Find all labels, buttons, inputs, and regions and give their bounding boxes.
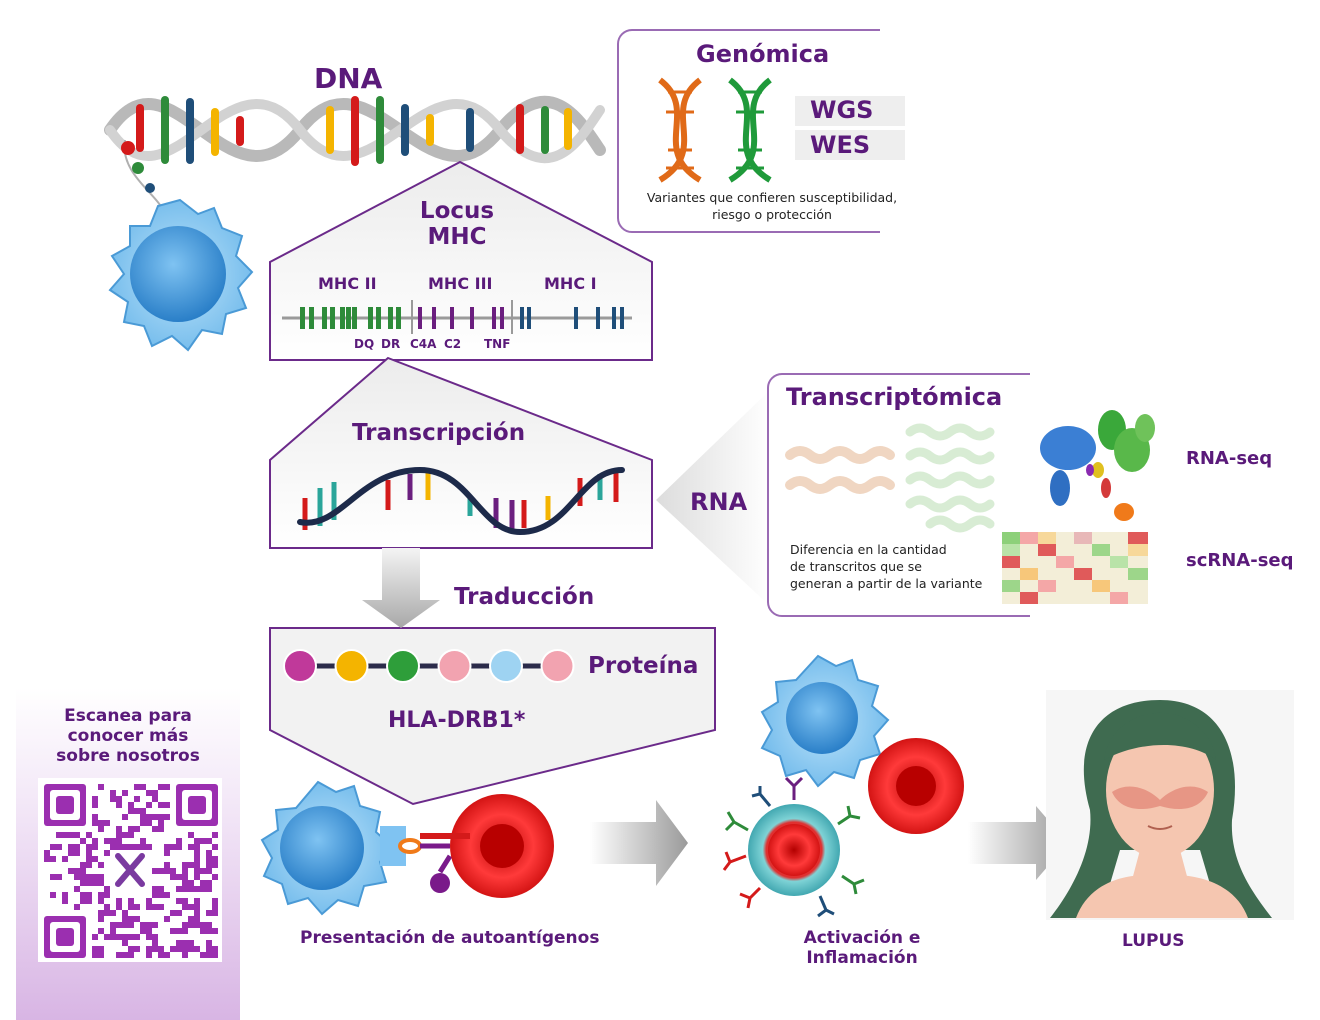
transcriptomica-title: Transcriptómica <box>786 383 1003 411</box>
translation-arrow <box>362 548 440 628</box>
genomica-description-line2: riesgo o protección <box>712 207 832 222</box>
gene-dr: DR <box>381 337 401 351</box>
b-cell-top <box>760 654 890 788</box>
gene-c4a: C4A <box>410 337 437 351</box>
method-rnaseq: RNA-seq <box>1186 448 1273 469</box>
method-scrnaseq: scRNA-seq <box>1186 550 1294 571</box>
region-mhc3: MHC III <box>428 274 493 293</box>
locus-hexagon <box>269 160 653 361</box>
translation-title: Traducción <box>454 584 595 610</box>
red-blood-cell-1 <box>450 794 554 898</box>
activated-t-cell <box>722 776 865 918</box>
gene-dq: DQ <box>354 337 375 351</box>
qr-heading-line1: Escanea para <box>64 706 192 726</box>
stage-presentation: Presentación de autoantígenos <box>300 928 600 948</box>
protein-hexagon <box>269 627 716 806</box>
mhc-locus-bar <box>282 300 632 334</box>
antigen-presenting-cell <box>260 780 453 916</box>
protein-bead <box>334 649 369 683</box>
transcription-hexagon <box>269 356 653 549</box>
gene-tnf: TNF <box>484 337 511 351</box>
lupus-patient-illustration <box>1046 690 1294 920</box>
locus-title-line2: MHC <box>427 224 487 250</box>
region-mhc2: MHC II <box>318 274 377 293</box>
gene-c2: C2 <box>444 337 462 351</box>
protein-bead <box>283 649 317 683</box>
transcription-title: Transcripción <box>352 420 526 446</box>
dna-orange-icon <box>658 77 702 183</box>
transcriptomica-description-line3: generan a partir de la variante <box>790 576 983 591</box>
heatmap-plot <box>1002 532 1148 604</box>
mrna-strand <box>297 466 625 536</box>
protein-bead <box>386 649 420 683</box>
qr-heading-line3: sobre nosotros <box>56 746 200 766</box>
qr-code[interactable] <box>38 778 222 962</box>
genomica-description-line1: Variantes que confieren susceptibilidad, <box>646 190 898 205</box>
transcriptomica-description-line1: Diferencia en la cantidad <box>790 542 947 557</box>
protein-bead <box>540 649 575 683</box>
dna-title: DNA <box>314 62 383 95</box>
protein-bead <box>489 649 523 683</box>
stage-outcome-lupus: LUPUS <box>1122 931 1185 951</box>
immune-cell-top <box>108 198 254 352</box>
flow-arrow-2 <box>968 806 1068 880</box>
protein-label: Proteína <box>588 653 699 679</box>
stage-activation-line1: Activación e <box>803 928 921 948</box>
dna-green-icon <box>728 77 772 183</box>
rna-wedge <box>656 390 770 606</box>
red-blood-cell-2 <box>868 738 964 834</box>
genomica-title: Genómica <box>696 40 830 68</box>
region-mhc1: MHC I <box>544 274 597 293</box>
locus-title-line1: Locus <box>419 198 495 224</box>
dna-helix <box>104 95 606 263</box>
protein-bead <box>437 649 472 683</box>
genomica-tag-wes: WES <box>810 131 871 159</box>
gene-hla-drb1: HLA-DRB1* <box>388 708 526 733</box>
transcriptomica-description-line2: de transcritos que se <box>790 559 922 574</box>
stage-activation-line2: Inflamación <box>806 948 918 968</box>
protein-bead-chain <box>283 649 575 683</box>
umap-cluster-plot <box>1040 410 1155 521</box>
genomica-tag-wgs: WGS <box>810 96 874 124</box>
rna-label: RNA <box>690 488 748 516</box>
transcript-squiggles <box>785 423 995 533</box>
flow-arrow-1 <box>590 800 688 886</box>
qr-heading-line2: conocer más <box>67 726 189 746</box>
